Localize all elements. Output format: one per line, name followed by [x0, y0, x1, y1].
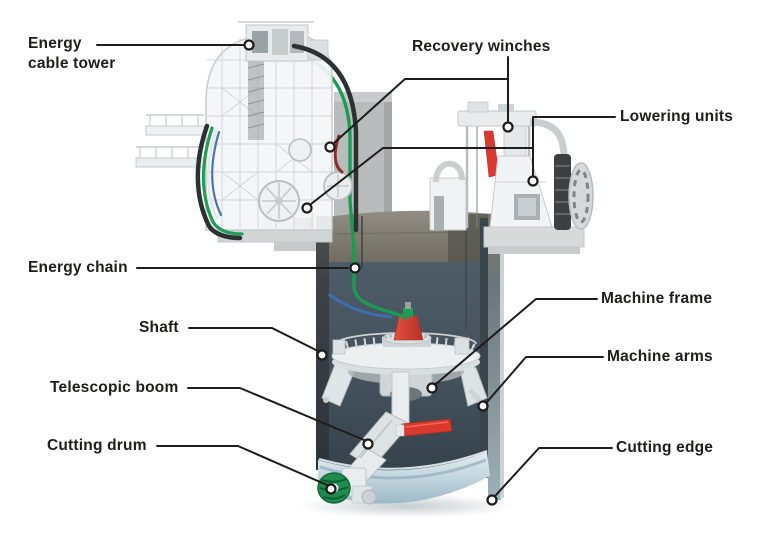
label-line: Energy [28, 35, 82, 52]
label-cutting-edge: Cutting edge [616, 439, 714, 456]
lowering-units-structure [429, 101, 594, 254]
recovery-winch-wheels [258, 138, 353, 222]
energy-cable-tower-structure [135, 21, 359, 251]
label-energy-cable-tower: Energy cable tower [28, 34, 115, 74]
leader-lowering-units [310, 116, 616, 205]
label-shaft: Shaft [139, 319, 179, 336]
leader-endpoints [243, 39, 539, 506]
center-column-top [382, 302, 432, 347]
boring-machine [317, 293, 488, 505]
leader-machine-frame [435, 298, 598, 385]
leader-machine-arms [486, 356, 604, 403]
hydraulic-cylinder [395, 418, 453, 437]
label-machine-frame: Machine frame [601, 290, 713, 307]
tower-platforms [135, 114, 205, 168]
label-energy-chain: Energy chain [28, 259, 128, 276]
label-telescopic-boom: Telescopic boom [50, 379, 179, 396]
leader-lines [96, 44, 616, 496]
leader-recovery-winches [333, 56, 509, 144]
leader-cutting-edge [495, 447, 613, 496]
energy-chain-cable [288, 50, 407, 321]
label-cutting-drum: Cutting drum [47, 437, 147, 454]
label-line: cable tower [28, 55, 116, 72]
label-lowering-units: Lowering units [620, 108, 734, 125]
label-recovery-winches: Recovery winches [412, 38, 551, 55]
cable-bundle [195, 123, 244, 241]
machine-frame-deck [331, 332, 481, 375]
leader-telescopic-boom [187, 387, 365, 441]
label-machine-arms: Machine arms [607, 348, 713, 365]
leader-shaft [188, 327, 319, 352]
leader-cutting-drum [156, 445, 328, 486]
blue-cable [328, 293, 393, 319]
